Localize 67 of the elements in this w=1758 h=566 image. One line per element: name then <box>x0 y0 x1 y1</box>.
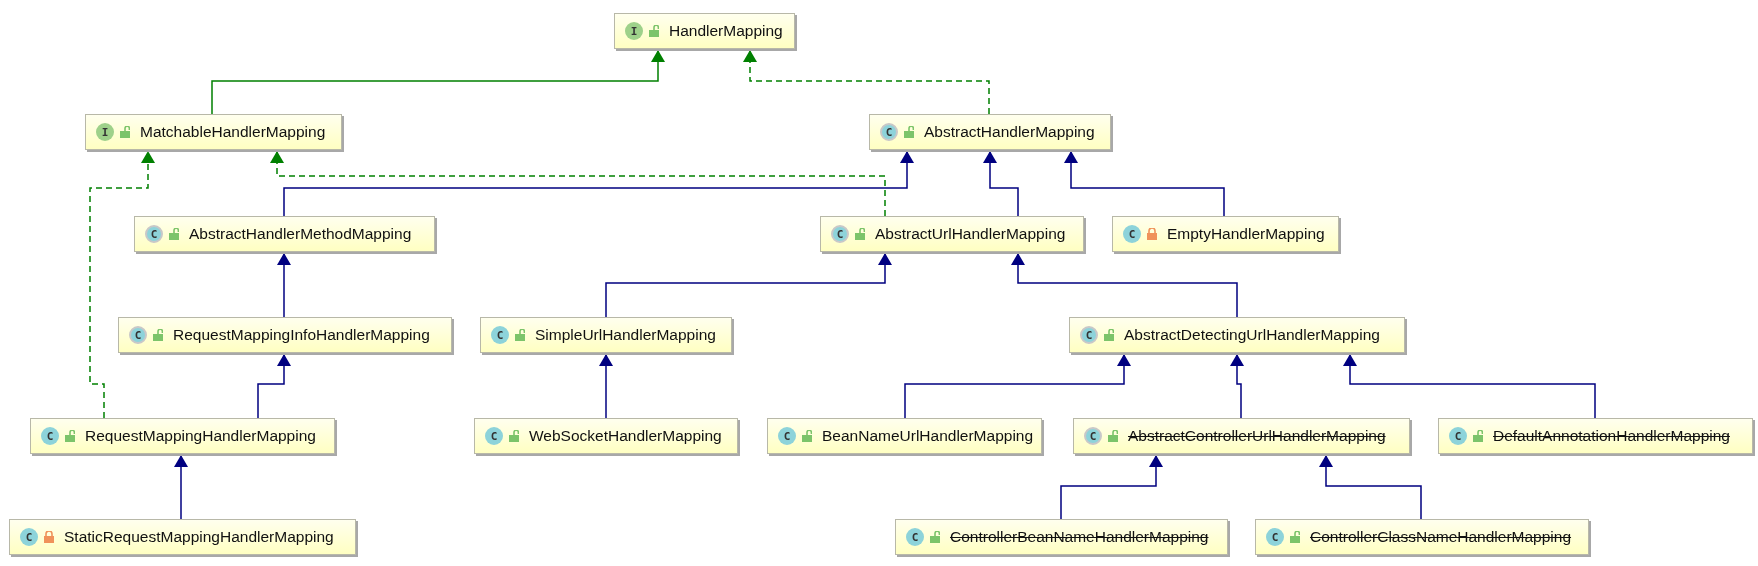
class-icon: C <box>1266 528 1284 546</box>
class-name: HandlerMapping <box>669 22 783 40</box>
class-box <box>1112 216 1339 252</box>
class-box <box>1255 519 1589 555</box>
class-icon: C <box>906 528 924 546</box>
inheritance-arrow <box>211 49 665 115</box>
class-icon: C <box>485 427 503 445</box>
class-name: MatchableHandlerMapping <box>140 123 326 141</box>
inheritance-arrow <box>89 150 155 419</box>
inheritance-arrow <box>605 252 892 318</box>
abstract-class-icon: C <box>1080 326 1098 344</box>
inheritance-arrow <box>1060 454 1163 520</box>
class-icon: C <box>20 528 38 546</box>
interface-icon: I <box>96 123 114 141</box>
class-name: AbstractHandlerMethodMapping <box>189 225 412 243</box>
class-name: EmptyHandlerMapping <box>1167 225 1325 243</box>
inheritance-arrow <box>257 353 291 419</box>
class-name: AbstractControllerUrlHandlerMapping <box>1128 427 1386 445</box>
class-box <box>474 418 738 454</box>
abstract-class-icon: C <box>831 225 849 243</box>
class-box <box>1438 418 1753 454</box>
interface-icon: I <box>625 22 643 40</box>
class-name: SimpleUrlHandlerMapping <box>535 326 716 344</box>
inheritance-arrow <box>1064 150 1225 217</box>
abstract-class-icon: C <box>129 326 147 344</box>
class-name: AbstractUrlHandlerMapping <box>875 225 1066 243</box>
class-name: AbstractHandlerMapping <box>924 123 1095 141</box>
class-icon: C <box>41 427 59 445</box>
inheritance-arrow <box>1011 252 1238 318</box>
class-box <box>820 216 1084 252</box>
class-name: ControllerBeanNameHandlerMapping <box>950 528 1209 546</box>
class-box <box>134 216 435 252</box>
class-box <box>869 114 1111 150</box>
class-box <box>480 317 732 353</box>
class-name: BeanNameUrlHandlerMapping <box>822 427 1034 445</box>
inheritance-arrow <box>743 49 990 115</box>
class-box <box>767 418 1042 454</box>
class-name: ControllerClassNameHandlerMapping <box>1310 528 1572 546</box>
class-box <box>30 418 335 454</box>
class-name: AbstractDetectingUrlHandlerMapping <box>1124 326 1380 344</box>
abstract-class-icon: C <box>145 225 163 243</box>
class-name: RequestMappingInfoHandlerMapping <box>173 326 430 344</box>
class-icon: C <box>1123 225 1141 243</box>
class-box <box>9 519 356 555</box>
inheritance-arrow <box>1319 454 1422 520</box>
class-name: StaticRequestMappingHandlerMapping <box>64 528 334 546</box>
class-name: DefaultAnnotationHandlerMapping <box>1493 427 1730 445</box>
class-icon: C <box>491 326 509 344</box>
inheritance-arrow <box>983 150 1019 217</box>
abstract-class-icon: C <box>1084 427 1102 445</box>
abstract-class-icon: C <box>880 123 898 141</box>
inheritance-arrow <box>277 252 291 318</box>
class-icon: C <box>778 427 796 445</box>
inheritance-arrow <box>904 353 1131 419</box>
class-box <box>895 519 1228 555</box>
class-box <box>1073 418 1410 454</box>
class-box <box>1069 317 1405 353</box>
class-name: RequestMappingHandlerMapping <box>85 427 316 445</box>
inheritance-arrow <box>174 454 188 520</box>
class-name: WebSocketHandlerMapping <box>529 427 722 445</box>
inheritance-arrow <box>1230 353 1244 419</box>
class-box <box>118 317 452 353</box>
class-box <box>85 114 342 150</box>
inheritance-arrow <box>599 353 613 419</box>
inheritance-arrow <box>1343 353 1596 419</box>
class-box <box>614 13 795 49</box>
class-icon: C <box>1449 427 1467 445</box>
